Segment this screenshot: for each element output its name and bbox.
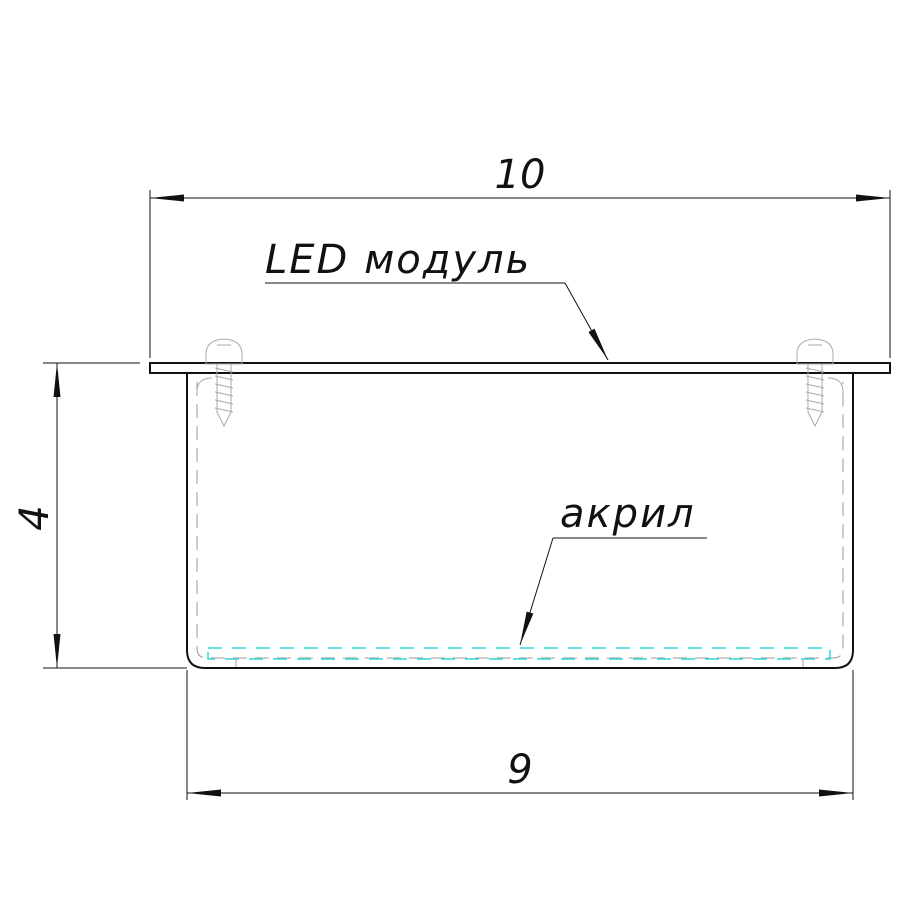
dimension-top [149, 190, 891, 358]
dimension-top-label: 10 [495, 152, 546, 198]
callout-acrylic: акрил [560, 491, 696, 537]
profile-flange-left [196, 377, 213, 393]
callout-led-leader [564, 282, 609, 361]
acrylic-panel [207, 647, 831, 660]
callout-acrylic-leader [519, 537, 554, 646]
dimension-height [43, 362, 187, 669]
profile-housing [186, 373, 854, 669]
dimension-height-label: 4 [12, 505, 58, 530]
dimension-bottom-label: 9 [507, 747, 532, 793]
dimension-bottom [186, 670, 854, 800]
screw-right-icon [796, 338, 834, 427]
screw-left-icon [205, 338, 243, 427]
profile-inner-hidden-line [196, 382, 844, 659]
callout-led-module: LED модуль [265, 237, 531, 283]
profile-flange-right [827, 377, 844, 393]
led-module-plate [149, 362, 891, 374]
